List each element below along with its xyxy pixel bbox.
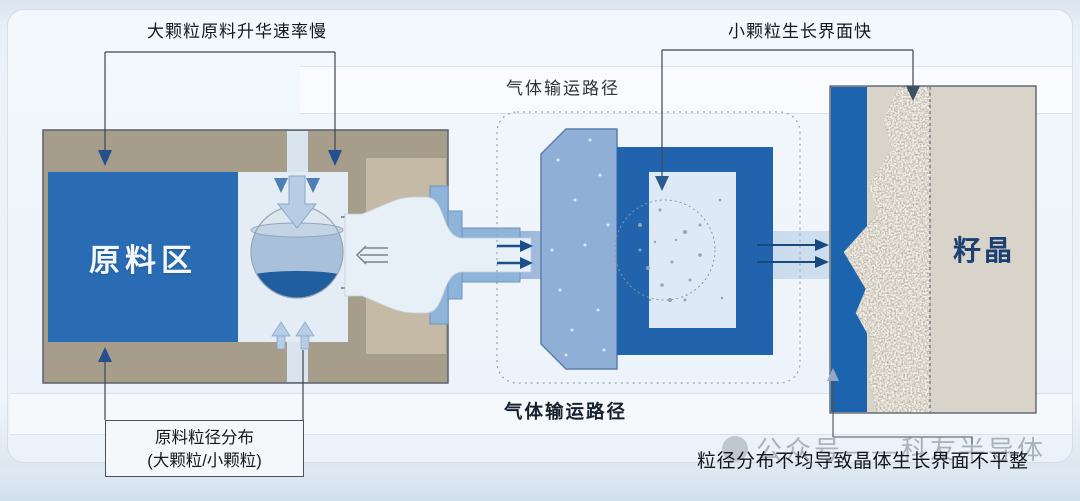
- gas-particles: [638, 198, 724, 302]
- watermark-logo-icon: [722, 435, 748, 462]
- gas-flow-arrows-left: [497, 240, 533, 269]
- leader-bottom-left: [98, 347, 304, 420]
- right-arrow-icon: [520, 257, 533, 269]
- down-arrow-icon: [276, 175, 318, 229]
- label-gas-transport-path-bottom: 气体输运路径: [503, 401, 627, 422]
- label-source-zone: 原料区: [89, 242, 197, 278]
- label-gas-transport-path-top: 气体输运路径: [506, 79, 620, 98]
- growth-chamber: [614, 147, 773, 355]
- down-arrow-icon: [306, 178, 320, 193]
- leader-bottom-right: [827, 368, 973, 444]
- right-arrow-icon: [815, 239, 829, 251]
- label-uneven-growth-interface: 粒径分布不均导致晶体生长界面不平整: [697, 451, 1029, 472]
- inlet-arrows-top: [274, 175, 320, 229]
- gas-flow-arrows-right: [757, 239, 829, 268]
- right-arrow-icon: [520, 240, 533, 252]
- leader-top-right: [655, 49, 920, 191]
- transport-dashed-boundary: [496, 111, 801, 384]
- watermark-text: 公众号——科友半导体: [756, 435, 1047, 465]
- gas-column-slab: [540, 128, 618, 370]
- flask-icon: [250, 205, 344, 299]
- nozzle: [344, 185, 532, 325]
- down-arrow-icon: [328, 150, 342, 166]
- crystal-growth-front: [843, 86, 931, 413]
- down-arrow-icon: [274, 178, 288, 193]
- flow-trident-icon: [355, 245, 388, 265]
- particle-box-line1: 原料粒径分布: [155, 429, 254, 447]
- down-arrow-icon: [906, 86, 920, 101]
- inlet-arrows-bottom: [271, 321, 315, 350]
- right-arrow-icon: [815, 256, 829, 268]
- down-arrow-icon: [98, 150, 112, 166]
- nozzle-throat: [344, 196, 532, 314]
- particle-box-line2: (大颗粒/小颗粒): [147, 452, 262, 471]
- seed-assembly: [829, 85, 1037, 414]
- label-large-particle-sublimation: 大颗粒原料升华速率慢: [147, 22, 327, 41]
- leader-top-left: [98, 51, 342, 166]
- watermark: 公众号——科友半导体: [722, 430, 1046, 467]
- label-small-particle-growth: 小颗粒生长界面快: [728, 22, 872, 41]
- top-gas-channel: [287, 131, 308, 173]
- up-arrow-icon: [827, 368, 839, 381]
- source-zone-block: [48, 172, 238, 342]
- label-seed-crystal: 籽晶: [952, 235, 1015, 266]
- up-arrow-icon: [98, 347, 112, 362]
- down-arrow-icon: [655, 176, 669, 191]
- particle-size-distribution-box: 原料粒径分布 (大颗粒/小颗粒): [105, 420, 304, 477]
- nucleation-dotted-circle: [614, 199, 716, 301]
